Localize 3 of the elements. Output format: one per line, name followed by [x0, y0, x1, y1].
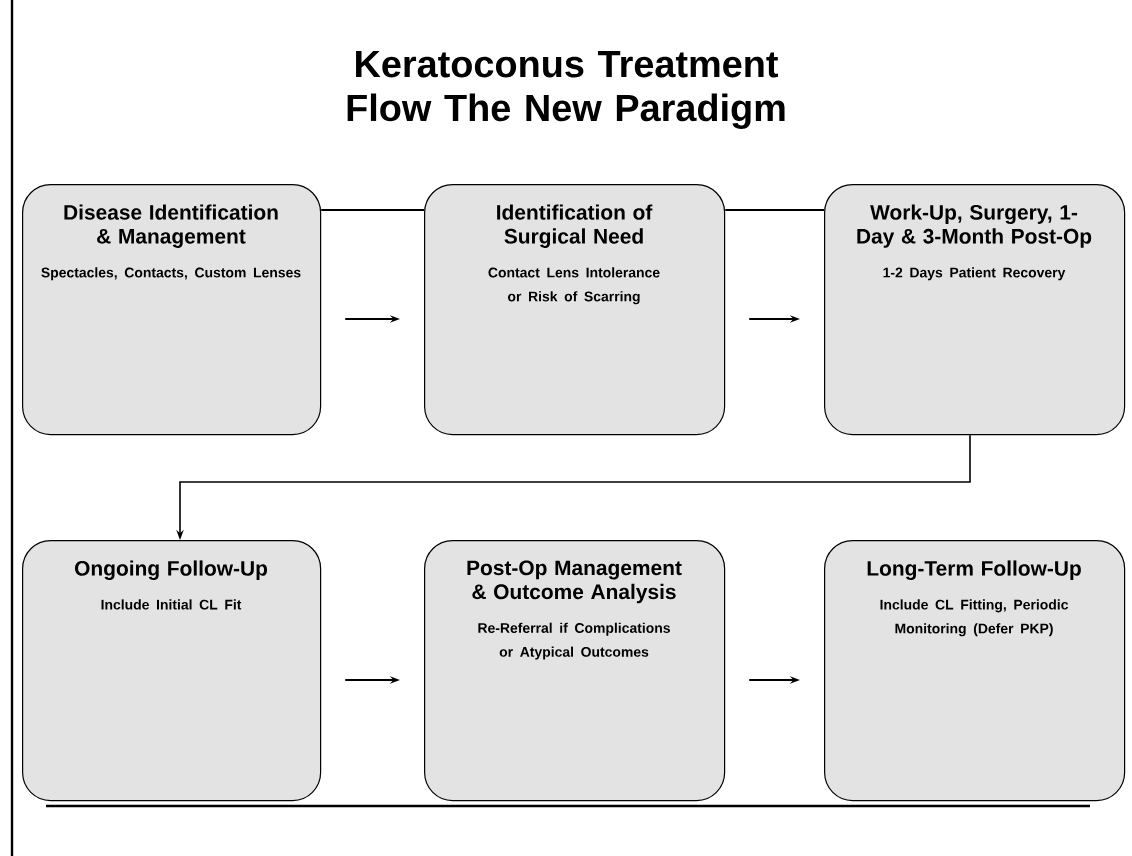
connector-line [724, 209, 825, 211]
connector-line [320, 209, 425, 211]
title: Keratoconus Treatment Flow The New Paradigm [347, 51, 785, 129]
